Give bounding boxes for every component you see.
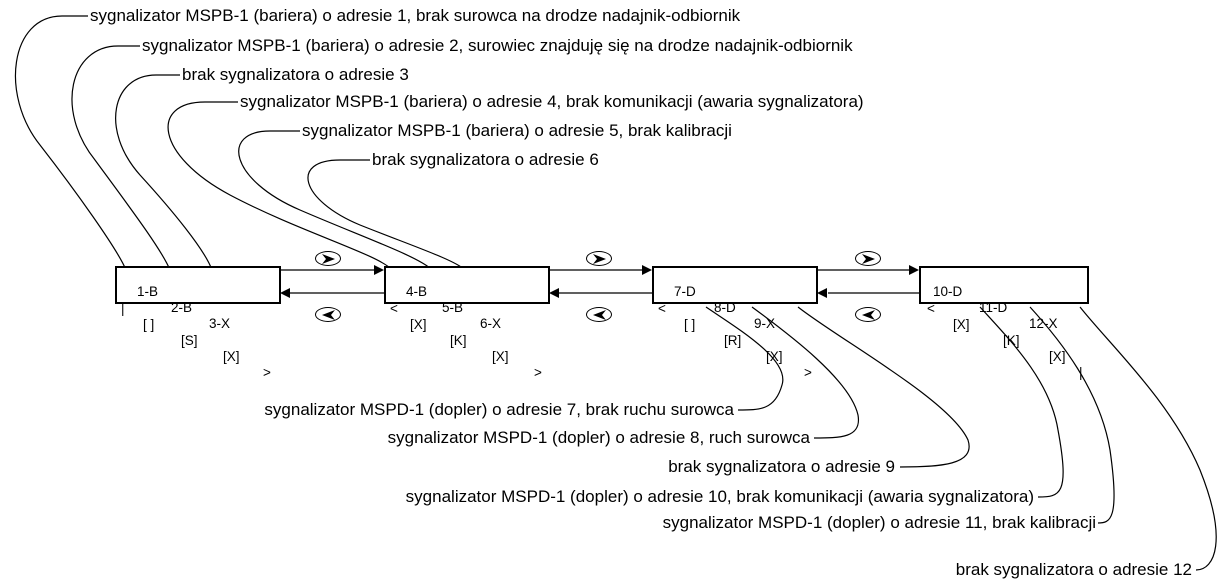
forward-arrowhead-2	[642, 265, 652, 275]
arrow-left-glyph	[862, 310, 875, 320]
leader-line-4	[167, 101, 393, 271]
forward-arrowhead-1	[374, 265, 384, 275]
backward-arrowhead-2	[549, 288, 559, 298]
previous-page-marker: <	[390, 301, 398, 316]
label-address-1: sygnalizator MSPB-1 (bariera) o adresie …	[90, 6, 741, 25]
address-1-status: [ ]	[143, 317, 155, 332]
next-page-marker: >	[534, 365, 542, 380]
panel-address-row: 10-D 11-D 12-X	[921, 268, 1087, 331]
panel-status-row: < [X] [K] [X] |	[921, 285, 1087, 380]
right-edge-marker: |	[1079, 365, 1083, 380]
label-address-9: brak sygnalizatora o adresie 9	[668, 457, 895, 476]
leader-line-12	[1079, 306, 1217, 571]
arrow-right-icon[interactable]	[586, 251, 612, 266]
arrow-left-glyph	[322, 310, 335, 320]
arrow-left-icon[interactable]	[586, 307, 612, 322]
arrow-left-icon[interactable]	[315, 307, 341, 322]
address-11-status: [K]	[1003, 333, 1020, 348]
panel-status-row: | [ ] [S] [X] >	[117, 285, 279, 380]
label-address-8: sygnalizator MSPD-1 (dopler) o adresie 8…	[387, 428, 810, 447]
arrow-left-icon[interactable]	[855, 307, 881, 322]
leader-line-9	[797, 306, 970, 468]
leader-line-2	[71, 45, 171, 271]
address-6-status: [X]	[492, 349, 509, 364]
arrow-right-icon[interactable]	[855, 251, 881, 266]
address-4-status: [X]	[410, 317, 427, 332]
address-11-type: 11-D	[979, 300, 1008, 315]
left-edge-marker: |	[121, 301, 125, 316]
arrow-left-glyph	[593, 310, 606, 320]
address-9-type: 9-X	[754, 316, 776, 331]
leader-line-10	[979, 306, 1064, 498]
label-address-12: brak sygnalizatora o adresie 12	[955, 560, 1192, 579]
arrow-right-glyph	[593, 254, 606, 264]
address-7-type: 7-D	[674, 284, 696, 299]
panel-status-row: < [X] [K] [X] >	[386, 285, 548, 380]
leader-line-5	[238, 130, 433, 271]
arrow-right-icon[interactable]	[315, 251, 341, 266]
label-address-6: brak sygnalizatora o adresie 6	[372, 150, 599, 169]
address-5-status: [K]	[450, 333, 467, 348]
address-12-type: 12-X	[1029, 316, 1058, 331]
address-5-type: 5-B	[442, 300, 464, 315]
address-3-status: [X]	[223, 349, 240, 364]
forward-arrowhead-3	[909, 265, 919, 275]
address-9-status: [X]	[766, 349, 783, 364]
previous-page-marker: <	[658, 301, 666, 316]
leader-line-11	[1029, 306, 1115, 524]
panel-address-row: 1-B 2-B 3-X	[117, 268, 279, 331]
display-panel-1: 1-B 2-B 3-X | [ ] [S] [X] >	[115, 266, 281, 380]
address-6-type: 6-X	[480, 316, 502, 331]
panel-status-row: < [ ] [R] [X] >	[654, 285, 816, 380]
address-8-status: [R]	[724, 333, 742, 348]
display-panel-2: 4-B 5-B 6-X < [X] [K] [X] >	[384, 266, 550, 380]
previous-page-marker: <	[927, 301, 935, 316]
label-address-4: sygnalizator MSPB-1 (bariera) o adresie …	[240, 92, 864, 111]
address-8-type: 8-D	[714, 300, 736, 315]
display-panel-4: 10-D 11-D 12-X < [X] [K] [X] |	[919, 266, 1089, 380]
label-address-3: brak sygnalizatora o adresie 3	[182, 65, 409, 84]
leader-line-7	[705, 306, 784, 411]
address-3-type: 3-X	[209, 316, 231, 331]
next-page-marker: >	[804, 365, 812, 380]
label-address-10: sygnalizator MSPD-1 (dopler) o adresie 1…	[405, 487, 1034, 506]
display-panel-3: 7-D 8-D 9-X < [ ] [R] [X] >	[652, 266, 818, 380]
leader-line-8	[751, 306, 859, 439]
backward-arrowhead-1	[280, 288, 290, 298]
arrow-right-glyph	[322, 254, 335, 264]
address-1-type: 1-B	[137, 284, 159, 299]
leader-line-3	[115, 74, 213, 271]
address-2-status: [S]	[181, 333, 198, 348]
backward-arrowhead-3	[817, 288, 827, 298]
panel-address-row: 7-D 8-D 9-X	[654, 268, 816, 331]
label-address-7: sygnalizator MSPD-1 (dopler) o adresie 7…	[264, 400, 734, 419]
arrow-right-glyph	[862, 254, 875, 264]
address-2-type: 2-B	[171, 300, 193, 315]
next-page-marker: >	[263, 365, 271, 380]
address-7-status: [ ]	[684, 317, 696, 332]
leader-line-1	[14, 15, 127, 271]
address-4-type: 4-B	[406, 284, 428, 299]
label-address-2: sygnalizator MSPB-1 (bariera) o adresie …	[142, 36, 853, 55]
address-10-status: [X]	[953, 317, 970, 332]
leader-line-6	[307, 159, 466, 271]
address-10-type: 10-D	[933, 284, 963, 299]
label-address-11: sygnalizator MSPD-1 (dopler) o adresie 1…	[662, 513, 1096, 532]
panel-address-row: 4-B 5-B 6-X	[386, 268, 548, 331]
address-12-status: [X]	[1049, 349, 1066, 364]
label-address-5: sygnalizator MSPB-1 (bariera) o adresie …	[302, 121, 732, 140]
